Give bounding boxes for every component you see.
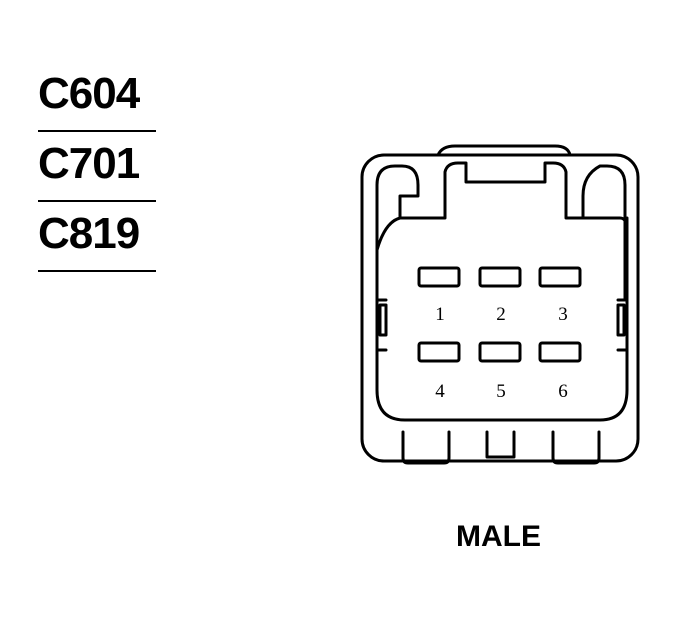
connector-id-label: C604 — [38, 69, 140, 118]
connector-id-divider — [38, 270, 156, 272]
pin-number: 5 — [496, 381, 506, 402]
bottom-peg-left — [401, 430, 451, 465]
pin-cavity-6 — [538, 341, 582, 363]
pin-cavity-2 — [478, 266, 522, 288]
latch-hump — [436, 144, 572, 157]
pin-cavity-3 — [538, 266, 582, 288]
connector-id-3-block: C819 — [38, 212, 158, 274]
inner-housing — [375, 161, 629, 367]
connector-id-label: C701 — [38, 139, 140, 188]
pin-cavity-4 — [417, 341, 461, 363]
connector-id-divider — [38, 130, 156, 132]
pin-number: 2 — [496, 304, 506, 325]
pin-number: 4 — [435, 381, 445, 402]
left-clip — [375, 298, 388, 352]
pin-cavity-5 — [478, 341, 522, 363]
connector-id-label: C819 — [38, 209, 140, 258]
connector-gender-label: MALE — [456, 520, 541, 553]
connector-id-2-block: C701 — [38, 142, 158, 204]
pin-number: 1 — [435, 304, 445, 325]
right-clip — [616, 298, 629, 352]
pin-cavity-1 — [417, 266, 461, 288]
bottom-peg-right — [551, 430, 601, 465]
connector-id-divider — [38, 200, 156, 202]
outer-housing — [360, 153, 640, 463]
pin-number: 6 — [558, 381, 568, 402]
bottom-peg-center — [485, 430, 516, 459]
connector-id-1-block: C604 — [38, 72, 158, 134]
pin-number: 3 — [558, 304, 568, 325]
inner-face — [375, 216, 629, 422]
